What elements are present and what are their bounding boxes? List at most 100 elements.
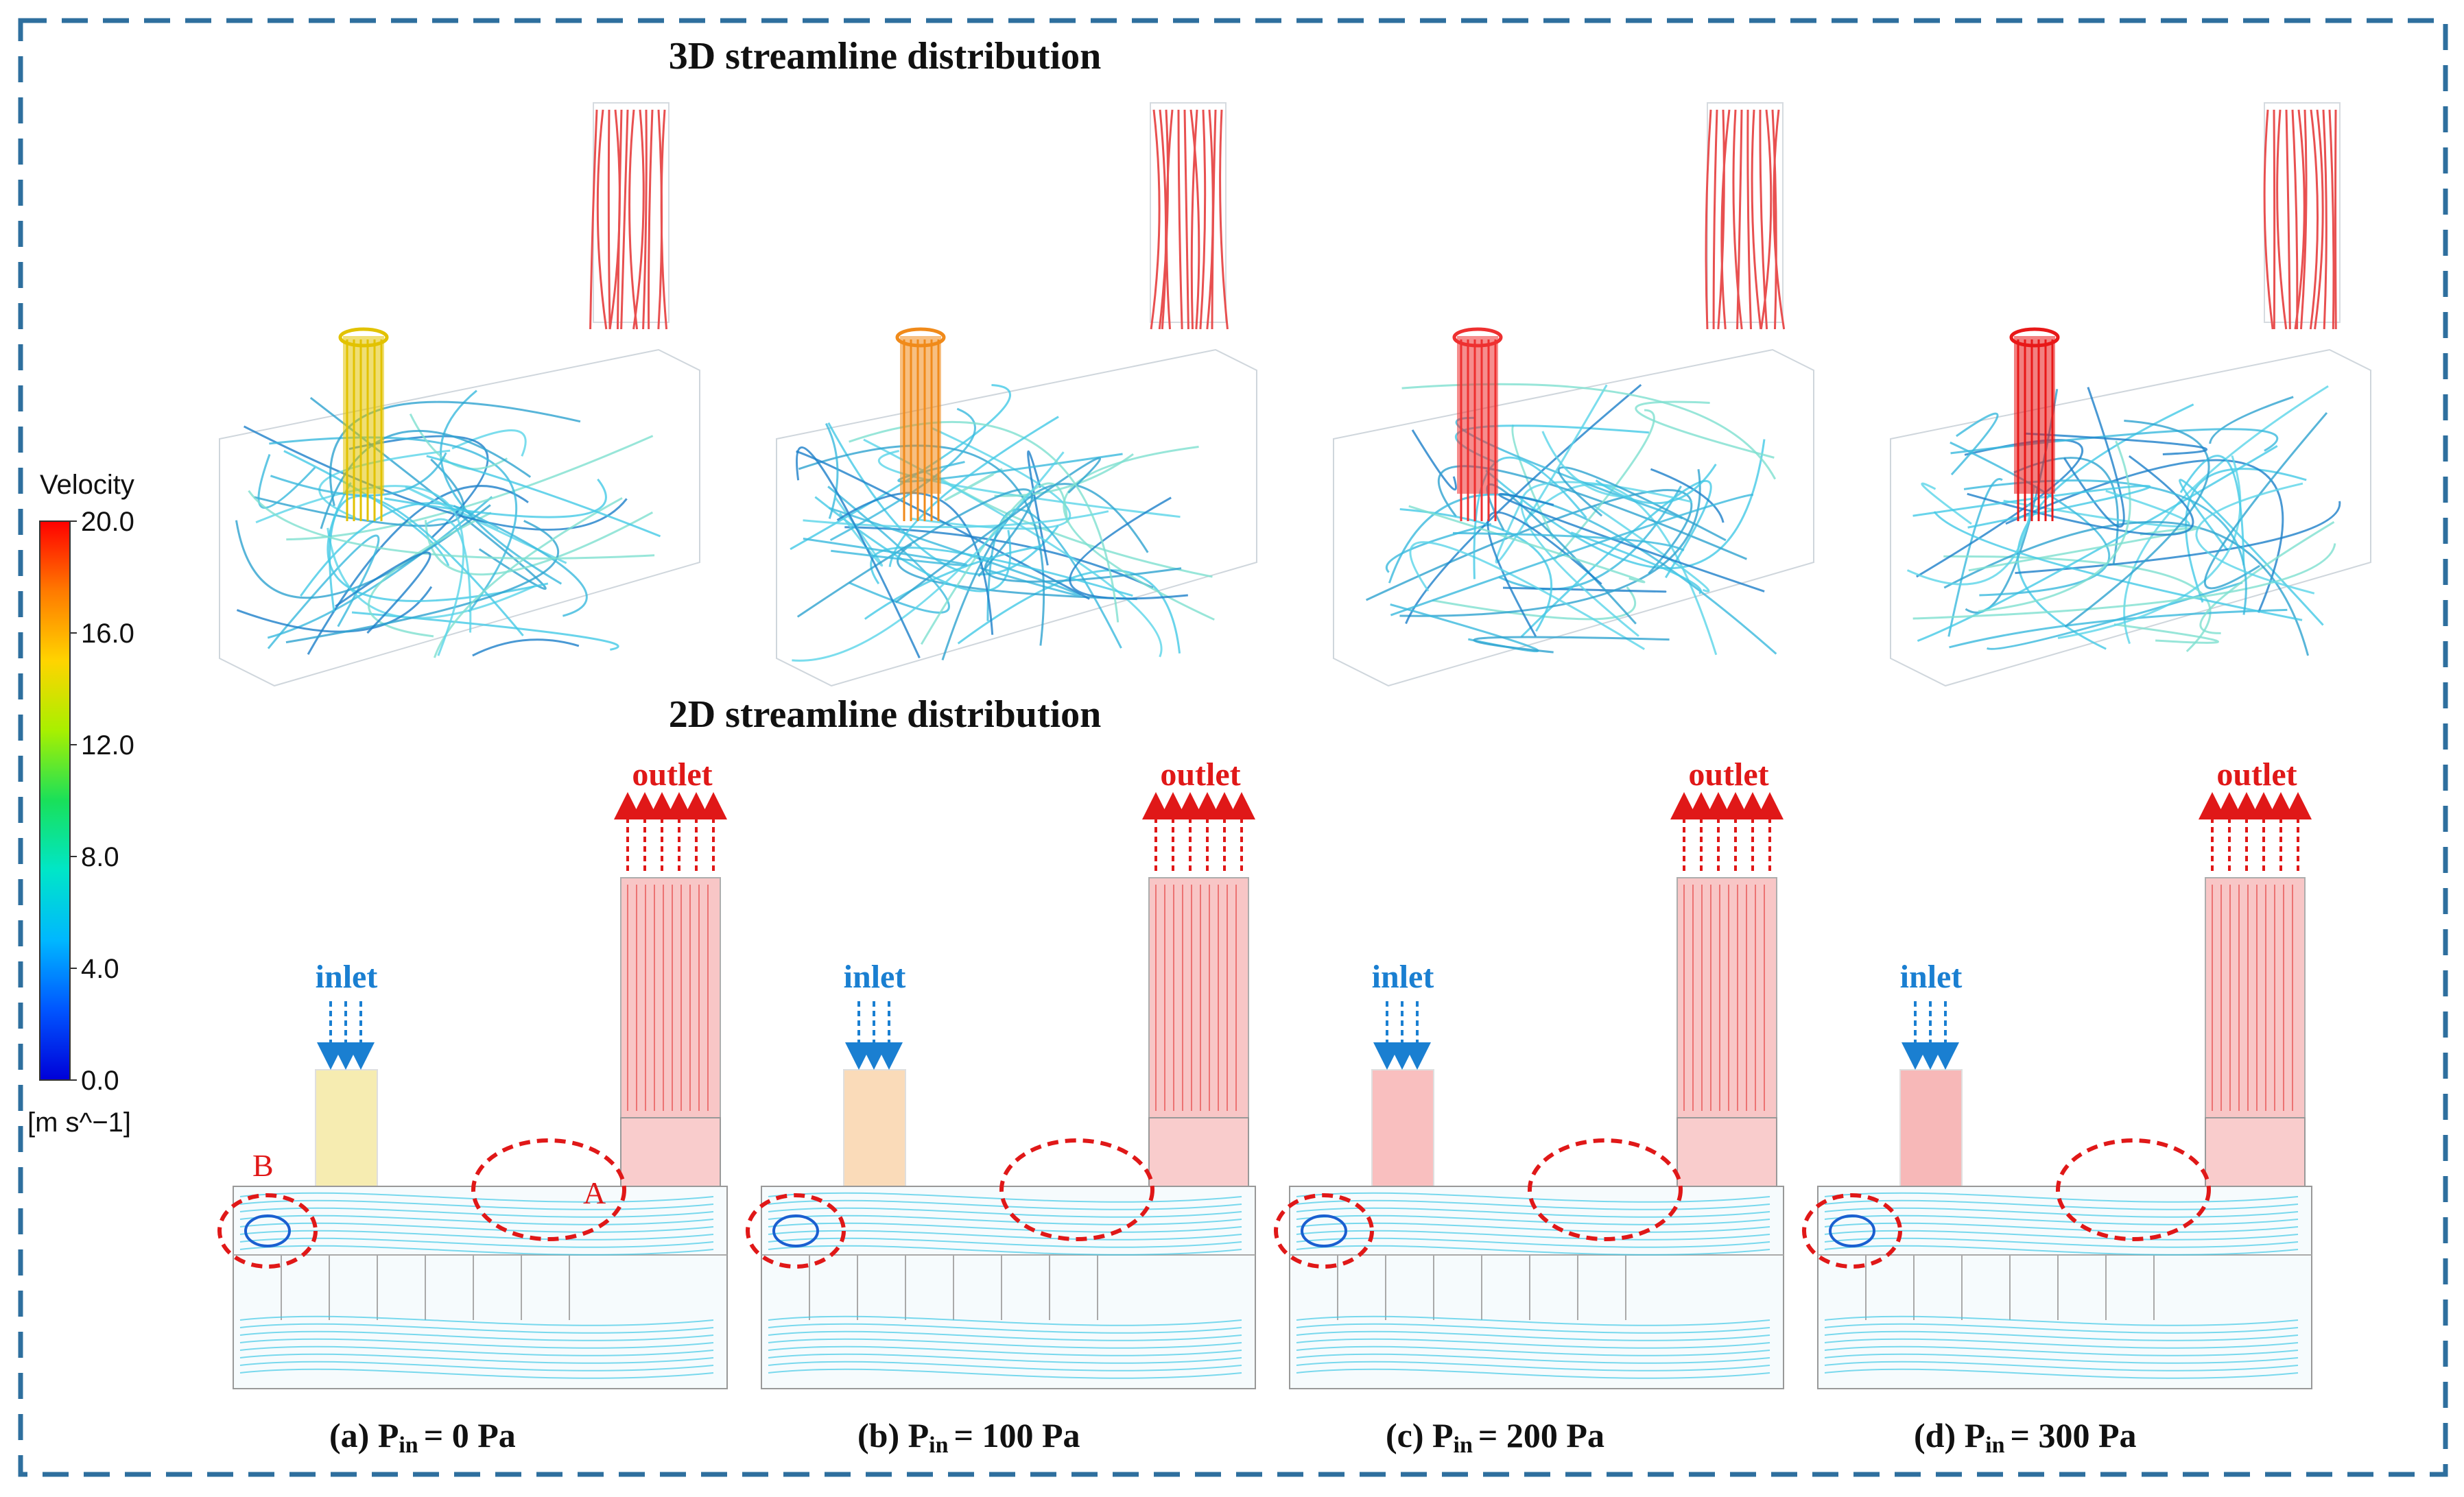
streamline [267, 496, 493, 639]
flow-line [1296, 1245, 1770, 1256]
streamline [384, 478, 607, 518]
streamline [1495, 384, 1608, 564]
streamline [1069, 496, 1188, 600]
streamline [1943, 520, 2310, 656]
flow-line [1824, 1245, 2299, 1256]
inlet-ring [895, 327, 946, 348]
flow-line [768, 1207, 1242, 1218]
streamline [796, 488, 1034, 618]
flow-line [1824, 1361, 2299, 1372]
streamline [309, 396, 547, 590]
flow-line [239, 1214, 714, 1225]
streamline [1917, 444, 2278, 643]
streamline [2209, 396, 2294, 444]
flow-line [768, 1237, 1242, 1248]
caption-p-subscript: in [1985, 1433, 2004, 1458]
caption-p-value: = 200 Pa [1478, 1416, 1604, 1454]
streamline [1511, 424, 1554, 540]
flow-line [1296, 1214, 1770, 1225]
box-outline [1333, 348, 1814, 687]
caption-p-value: = 300 Pa [2011, 1416, 2137, 1454]
streamline [1453, 531, 1685, 552]
outlet-streamline [1720, 109, 1731, 330]
streamline [248, 490, 655, 560]
colorbar-tick-label: 20.0 [81, 507, 134, 537]
streamline [1950, 412, 1999, 476]
streamline [2003, 490, 2190, 528]
streamline [1943, 555, 2212, 653]
streamline [351, 611, 619, 651]
flow-line [768, 1214, 1242, 1225]
flow-line [239, 1237, 714, 1248]
outlet-streamline [2314, 109, 2324, 330]
panel-3d-c [1333, 102, 1814, 687]
box-outline [1890, 348, 2371, 687]
streamline [796, 450, 1090, 600]
streamline [1933, 511, 2303, 621]
colorbar-unit: [m s^−1] [27, 1107, 131, 1138]
flow-line [239, 1245, 714, 1256]
highlight-ring-b [1274, 1193, 1374, 1269]
streamline [1390, 493, 1753, 616]
streamline [1593, 505, 1710, 592]
outlet-streamline [1211, 109, 1217, 330]
flow-line [239, 1207, 714, 1218]
streamline [2203, 411, 2328, 590]
streamline [2063, 387, 2125, 528]
colorbar-tick-label: 12.0 [81, 730, 134, 761]
flow-line [1296, 1368, 1770, 1379]
flow-line [768, 1192, 1242, 1203]
box-outline [219, 348, 700, 687]
inlet-ring [2009, 327, 2060, 348]
outlet-streamline [2299, 109, 2308, 330]
inlet-column [900, 336, 941, 494]
streamline [318, 449, 451, 519]
streamline [1473, 456, 1587, 579]
chamber-box [761, 1186, 1256, 1389]
caption-p-value: = 100 Pa [954, 1416, 1080, 1454]
dashed-border [18, 18, 2448, 1477]
streamline [1950, 428, 2279, 455]
outlet-streamline [1150, 109, 1161, 330]
streamline [1912, 485, 2151, 529]
flow-line [239, 1368, 714, 1379]
flow-line [768, 1222, 1242, 1233]
outlet-label: outlet [632, 756, 712, 793]
streamline [825, 422, 839, 519]
streamline [2185, 468, 2307, 603]
streamline [243, 425, 628, 531]
streamline [270, 452, 447, 496]
streamline [300, 502, 474, 597]
streamline [1411, 429, 1457, 491]
outlet-streamline [1183, 109, 1189, 330]
streamline [1921, 482, 1972, 525]
panel-captions: (a) Pin= 0 Pa(b) Pin= 100 Pa(c) Pin= 200… [329, 1416, 2137, 1458]
flow-line [768, 1315, 1242, 1326]
caption-p-subscript: in [1454, 1433, 1473, 1458]
outlet-streamline [648, 109, 654, 330]
colorbar-bar [39, 520, 71, 1081]
flow-line [1296, 1315, 1770, 1326]
outlet-streamline [2285, 109, 2291, 330]
flow-line [768, 1361, 1242, 1372]
outlet-streamline [660, 109, 668, 330]
streamline [829, 407, 976, 541]
flow-line [768, 1338, 1242, 1349]
flow-line [1296, 1222, 1770, 1233]
flow-line [1824, 1345, 2299, 1356]
flow-line [1296, 1345, 1770, 1356]
flow-line [239, 1330, 714, 1341]
flow-line [1824, 1214, 2299, 1225]
flow-line [768, 1353, 1242, 1364]
outlet-streamline [1705, 109, 1712, 330]
outlet-label: outlet [1160, 756, 1240, 793]
outlet-streamline [642, 109, 648, 330]
flow-line [1824, 1237, 2299, 1248]
streamline [1541, 431, 1621, 498]
streamline [335, 551, 431, 634]
streamline [790, 383, 1012, 551]
